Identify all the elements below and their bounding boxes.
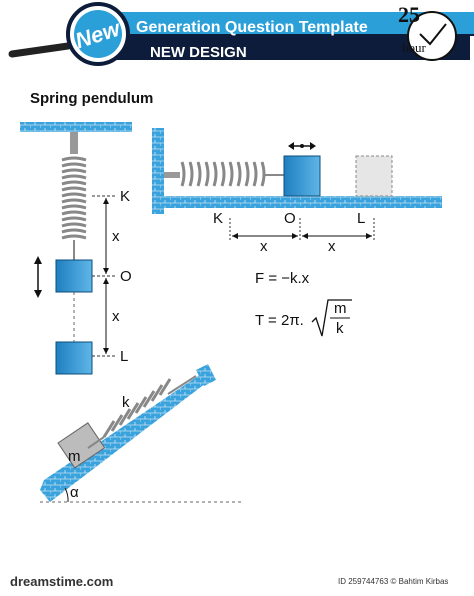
period-formula: T = 2π. bbox=[255, 312, 304, 329]
clock-icon bbox=[407, 11, 457, 61]
header-title: Generation Question Template bbox=[136, 19, 368, 36]
clock-number: 25 bbox=[398, 2, 420, 27]
angle-arc bbox=[64, 487, 69, 503]
label-k-horizontal: K bbox=[213, 210, 224, 227]
label-o-vertical: O bbox=[120, 268, 132, 285]
badge-circle bbox=[74, 10, 122, 58]
label-x-upper: x bbox=[112, 228, 120, 245]
label-x-left: x bbox=[260, 238, 268, 255]
answer-options: A) B) C) D) E) bbox=[30, 533, 151, 554]
horizontal-spring bbox=[180, 161, 266, 187]
section-title: Spring pendulum bbox=[30, 90, 154, 107]
header-title-strip bbox=[112, 12, 474, 34]
label-alpha: α bbox=[70, 484, 79, 501]
vertical-spring bbox=[61, 156, 87, 240]
label-k-vertical: K bbox=[120, 188, 131, 205]
sliding-mass bbox=[283, 155, 321, 197]
force-formula: F = −k.x bbox=[255, 270, 310, 287]
label-l-horizontal: L bbox=[357, 210, 366, 227]
footer-brand: dreamstime.com bbox=[10, 574, 114, 589]
check-icon bbox=[419, 23, 447, 46]
clock-unit: hour bbox=[402, 40, 426, 55]
label-l-vertical: L bbox=[120, 348, 129, 365]
incline-mass bbox=[57, 422, 106, 469]
label-m-incline: m bbox=[68, 448, 81, 465]
spring-mount-h bbox=[164, 172, 180, 178]
magnifier-handle-icon bbox=[8, 42, 72, 58]
hanging-mass-lower bbox=[55, 341, 93, 375]
period-denominator: k bbox=[336, 320, 344, 337]
incline-top-wall bbox=[196, 364, 216, 386]
label-k-incline: k bbox=[122, 394, 130, 411]
side-wall bbox=[152, 128, 164, 214]
hanging-mass bbox=[55, 259, 93, 293]
footer-id: ID 259744763 © Bahtim Kirbas bbox=[338, 577, 449, 586]
incline-wall bbox=[40, 372, 210, 502]
spring-diagram bbox=[20, 122, 442, 503]
spring-mount bbox=[70, 132, 78, 154]
floor-wall bbox=[152, 196, 442, 208]
ghost-mass bbox=[355, 155, 393, 197]
label-x-lower: x bbox=[112, 308, 120, 325]
label-x-right: x bbox=[328, 238, 336, 255]
sqrt-symbol bbox=[311, 299, 352, 337]
label-o-horizontal: O bbox=[284, 210, 296, 227]
ceiling-wall bbox=[20, 122, 132, 132]
header-subtitle: NEW DESIGN bbox=[150, 44, 247, 61]
incline-spring bbox=[102, 378, 172, 438]
header-graphics bbox=[8, 2, 474, 66]
period-numerator: m bbox=[334, 300, 347, 317]
question-prompt: Your Question? bbox=[240, 529, 426, 557]
